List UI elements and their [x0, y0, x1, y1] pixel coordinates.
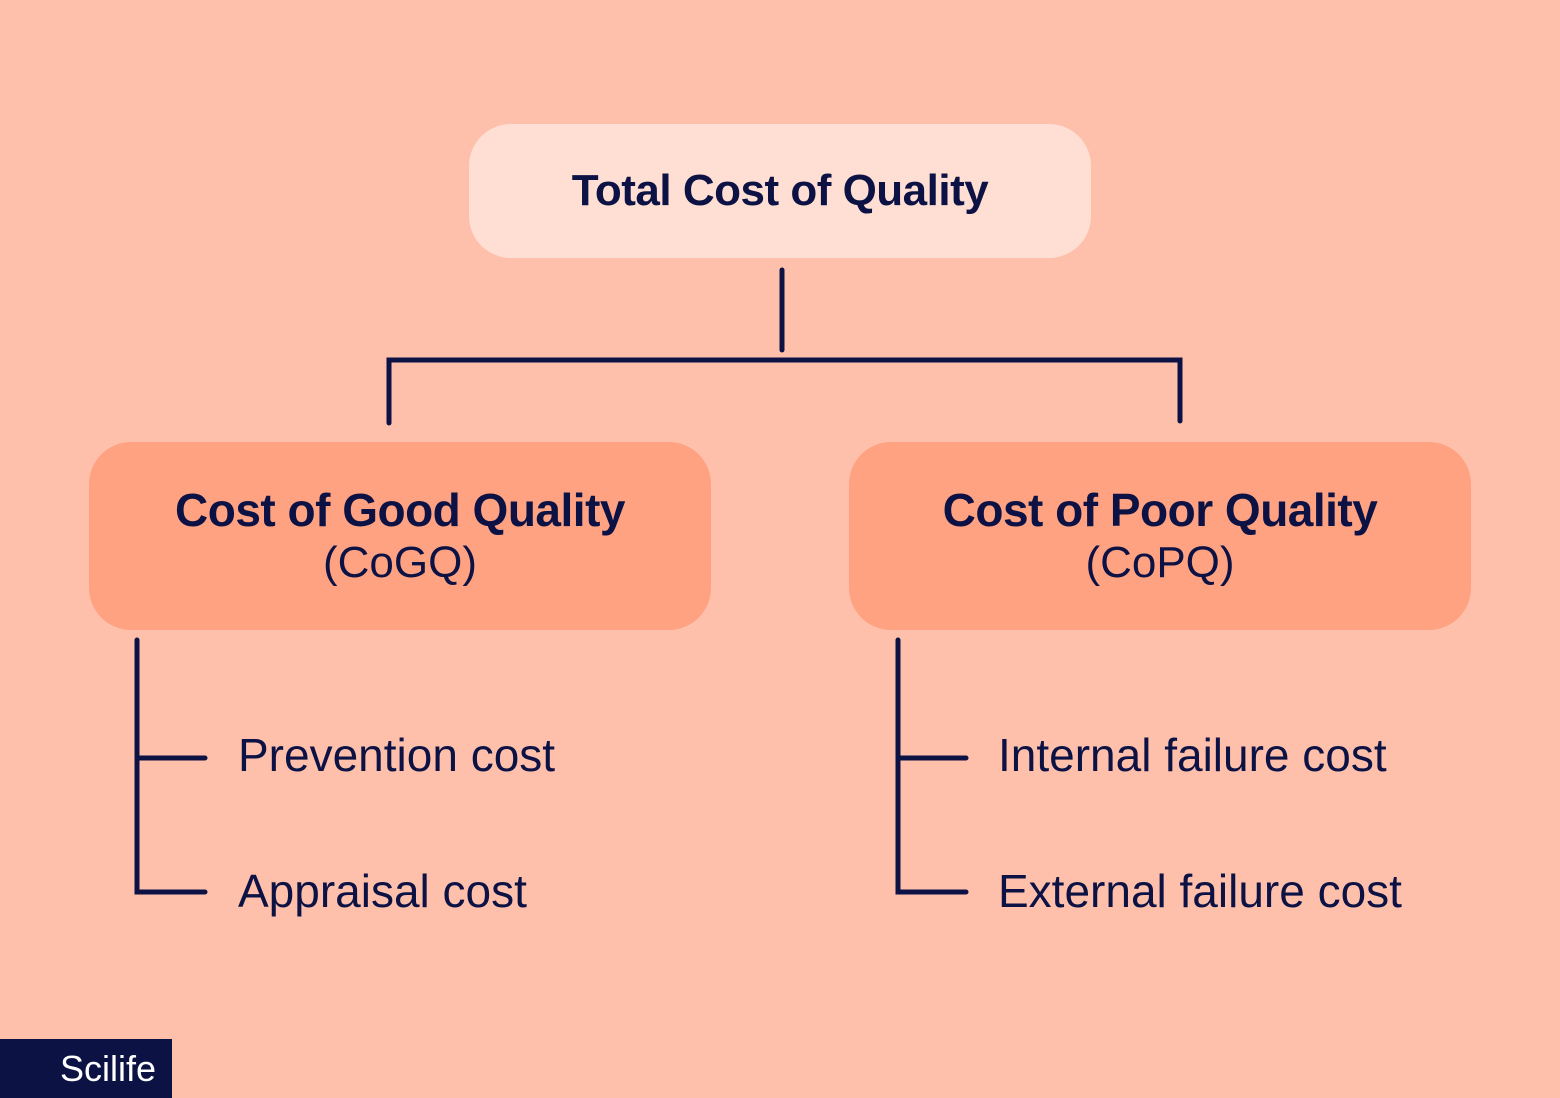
good-branch-tree [134, 637, 208, 895]
root-node: Total Cost of Quality [469, 124, 1091, 258]
scilife-logo: Scilife [0, 1039, 172, 1098]
poor-quality-abbr: (CoPQ) [1085, 538, 1235, 587]
root-title: Total Cost of Quality [571, 166, 989, 215]
poor-branch-tree [895, 637, 969, 895]
cost-of-poor-quality-node: Cost of Poor Quality (CoPQ) [849, 442, 1471, 630]
branch-bar [386, 357, 1183, 426]
internal-failure-cost-item: Internal failure cost [998, 729, 1387, 781]
poor-quality-title: Cost of Poor Quality [942, 484, 1378, 536]
cost-of-good-quality-node: Cost of Good Quality (CoGQ) [89, 442, 711, 630]
appraisal-cost-item: Appraisal cost [238, 865, 527, 917]
prevention-cost-item: Prevention cost [238, 729, 556, 781]
good-quality-title: Cost of Good Quality [175, 484, 625, 536]
external-failure-cost-item: External failure cost [998, 865, 1402, 917]
good-quality-abbr: (CoGQ) [323, 538, 477, 587]
